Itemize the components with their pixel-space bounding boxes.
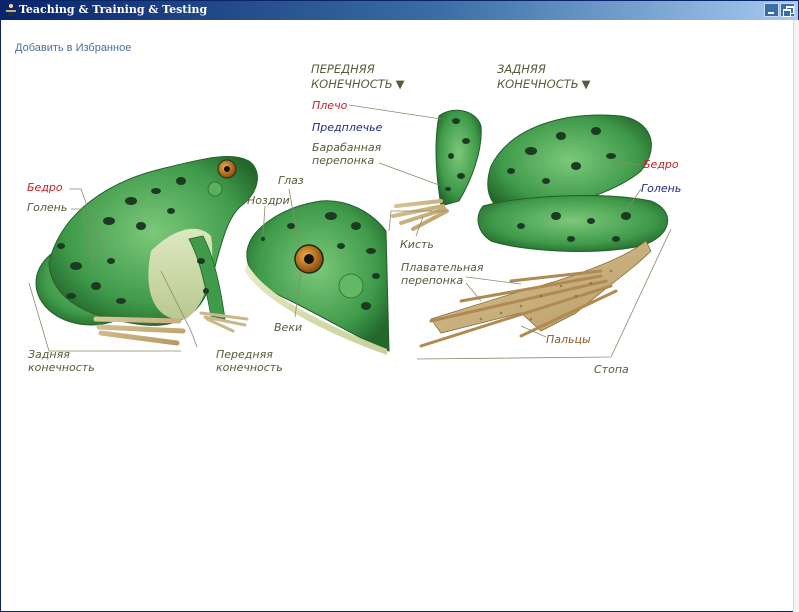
label-bedro-right: Бедро [643, 158, 679, 171]
label-plavatelnaya-line2: перепонка [401, 274, 463, 287]
label-front-limb-line1: Передняя [216, 348, 273, 361]
frog-head [245, 201, 389, 355]
whole-frog [36, 156, 257, 343]
label-barabannaya-line1: Барабанная [312, 141, 382, 154]
label-kist: Кисть [400, 238, 434, 251]
label-nozdri: Ноздри [247, 194, 290, 207]
label-barabannaya-line2: перепонка [312, 154, 374, 167]
arrow-down-icon: ▼ [582, 77, 591, 91]
label-predplechye: Предплечье [312, 121, 383, 134]
label-golen-left: Голень [27, 201, 67, 214]
label-plavatelnaya-line1: Плавательная [401, 261, 484, 274]
label-glaz: Глаз [278, 174, 304, 187]
label-hind-limb-line1: Задняя [28, 348, 70, 361]
front-limb-header-line1: ПЕРЕДНЯЯ [311, 62, 375, 76]
label-golen-right: Голень [641, 182, 681, 195]
hind-limb-header-line1: ЗАДНЯЯ [497, 62, 546, 76]
front-limb-header-line2: КОНЕЧНОСТЬ▼ [311, 77, 405, 91]
label-stopa: Стопа [594, 363, 629, 376]
label-paltsy: Пальцы [546, 333, 591, 346]
label-hind-limb-line2: конечность [28, 361, 95, 374]
hind-limb-header-line2: КОНЕЧНОСТЬ▼ [497, 77, 591, 91]
label-plecho: Плечо [312, 99, 348, 112]
label-veki: Веки [274, 321, 302, 334]
label-bedro-left: Бедро [27, 181, 63, 194]
arrow-down-icon: ▼ [396, 77, 405, 91]
label-front-limb-line2: конечность [216, 361, 283, 374]
